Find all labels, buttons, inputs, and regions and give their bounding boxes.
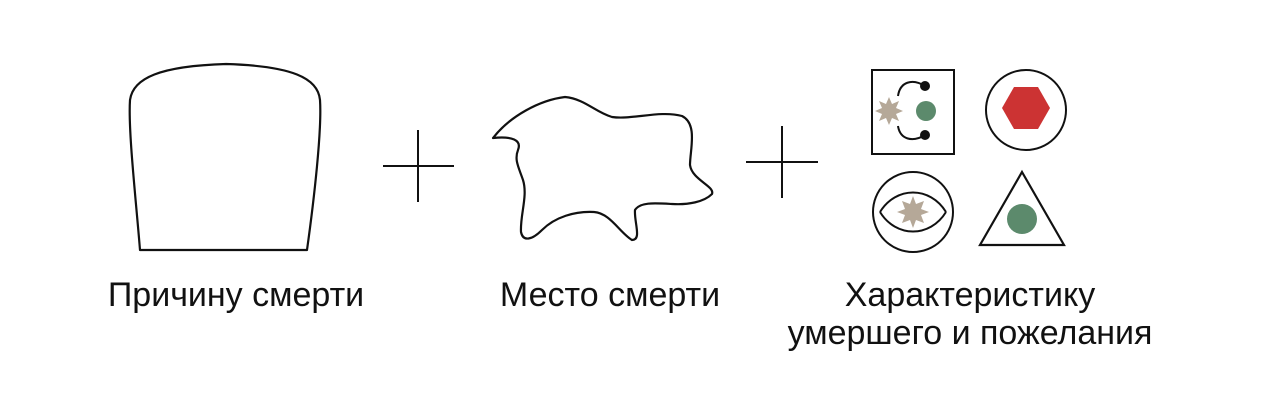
eye-with-star-icon bbox=[872, 171, 954, 253]
plus-icon bbox=[746, 126, 818, 198]
place-of-death-label: Место смерти bbox=[499, 276, 721, 314]
traits-label-line-2: умершего и пожелания bbox=[787, 314, 1153, 352]
plus-icon bbox=[383, 130, 454, 202]
star-icon bbox=[875, 97, 903, 125]
triangle-with-dot-icon bbox=[978, 169, 1066, 247]
square-with-star-dot-arcs-icon bbox=[871, 69, 955, 155]
traits-label-line-1: Характеристику bbox=[844, 276, 1096, 314]
circle-with-hexagon-icon bbox=[985, 69, 1067, 151]
blob-shape-icon bbox=[491, 95, 714, 242]
cause-of-death-label: Причину смерти bbox=[107, 276, 365, 314]
star-icon bbox=[897, 196, 929, 228]
tombstone-outline-icon bbox=[128, 62, 322, 252]
traits-and-wishes-label: Характеристику умершего и пожелания bbox=[760, 276, 1180, 352]
